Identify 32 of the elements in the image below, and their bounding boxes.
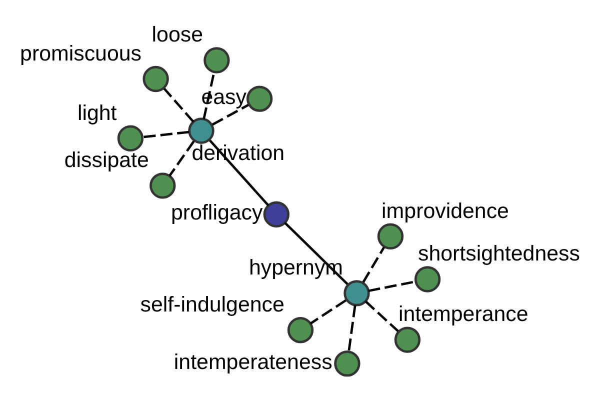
node-label: shortsightedness: [418, 242, 580, 266]
connector: [364, 300, 399, 332]
node-circle: [142, 66, 169, 92]
connector: [348, 305, 356, 352]
node-label: improvidence: [382, 198, 509, 223]
node-label: intemperance: [398, 302, 528, 326]
node-circle: [246, 86, 273, 112]
node-circle: [287, 317, 314, 344]
connector: [168, 140, 195, 177]
node-circle: [394, 326, 421, 353]
node-label: promiscuous: [20, 41, 142, 66]
node-circle: [150, 172, 176, 199]
node-circle: [377, 223, 404, 250]
node-circle: [263, 201, 290, 228]
node-circle: [188, 118, 214, 144]
node-label: loose: [152, 22, 203, 47]
node-label: self-indulgence: [140, 292, 284, 317]
node-circle: [414, 266, 441, 292]
node-circle: [344, 280, 370, 306]
node-label: light: [77, 100, 117, 125]
node-circle: [204, 47, 230, 74]
node-label: profligacy: [171, 200, 263, 225]
connector: [362, 246, 386, 283]
connector: [310, 299, 347, 324]
connector: [163, 88, 194, 123]
node-label: dissipate: [64, 148, 149, 172]
node-circle: [334, 350, 360, 377]
node-circle: [117, 125, 144, 152]
connector: [212, 104, 249, 126]
node-label: intemperateness: [174, 350, 332, 374]
connector: [142, 130, 190, 138]
connector: [368, 280, 416, 292]
